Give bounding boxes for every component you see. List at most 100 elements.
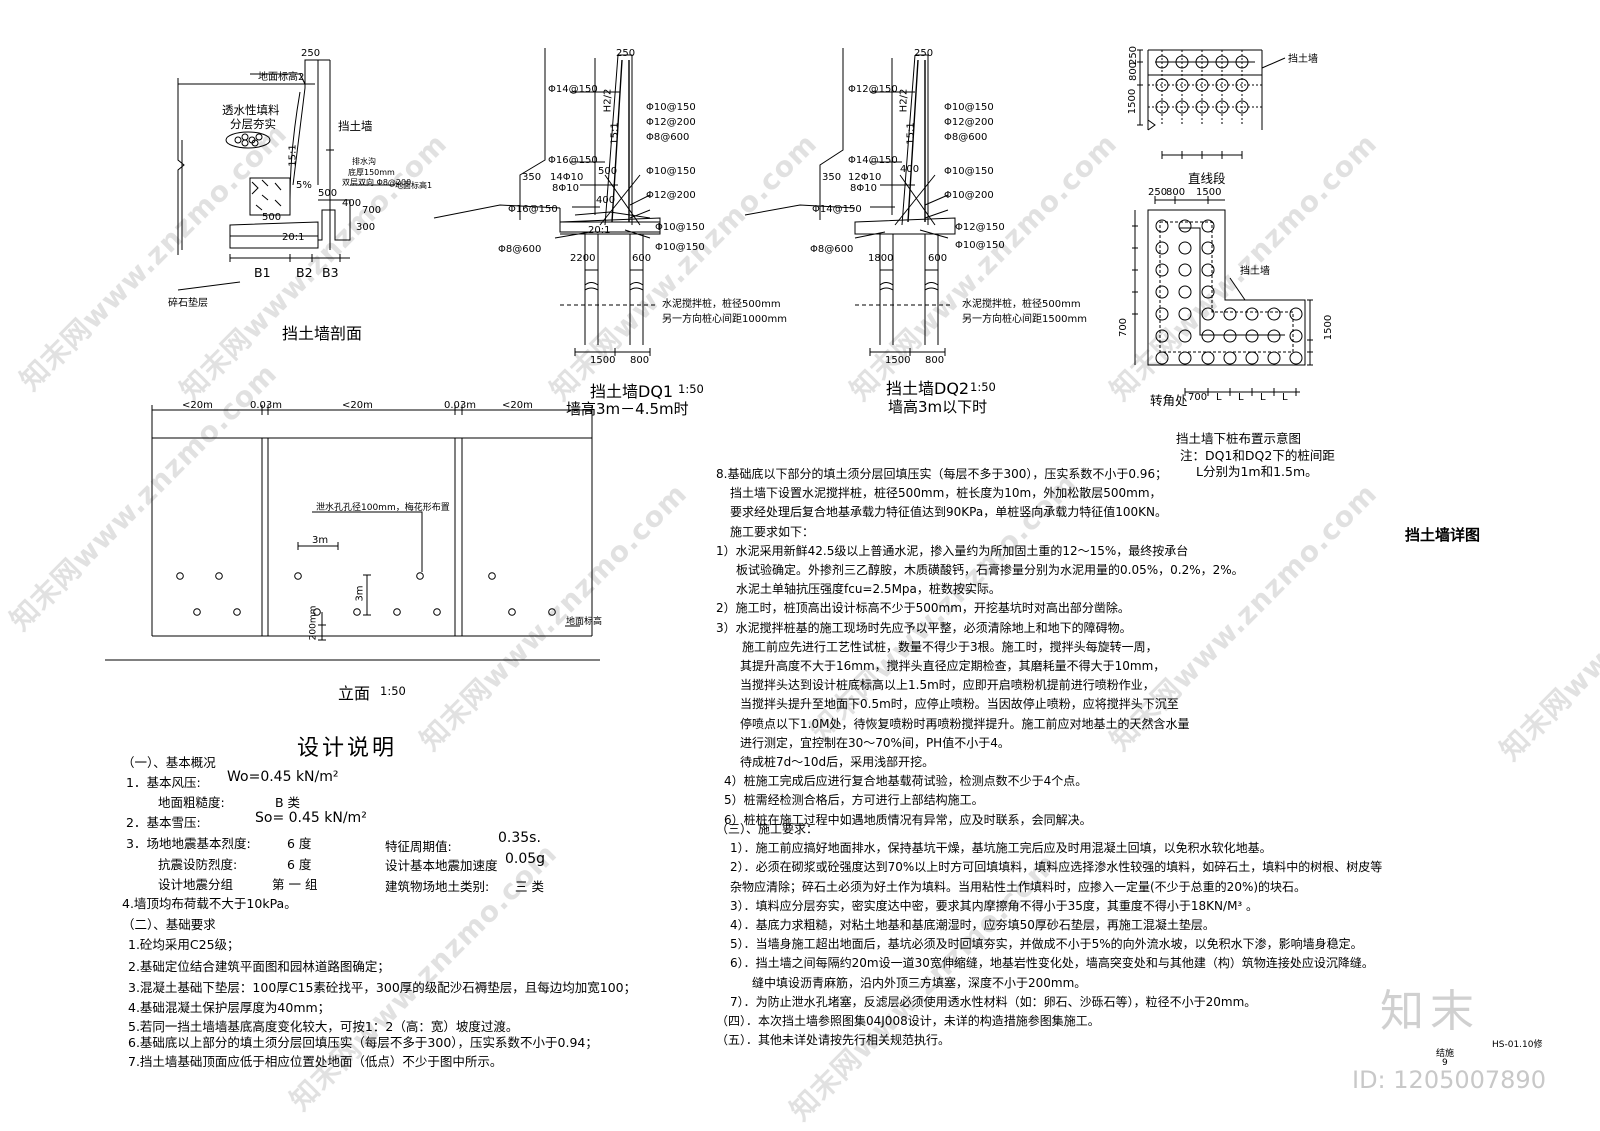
dq2-label-d600: 600 [928, 253, 948, 264]
note-line: 进行测定，宜控制在30～70%间，PH值不小于4。 [740, 735, 1010, 750]
dq2-label-r6: Φ10@150 [944, 166, 994, 177]
sheet-main-title: 挡土墙详图 [1405, 526, 1481, 544]
drawing-number: HS-01.10修 [1492, 1040, 1543, 1050]
design-f1: 1.砼均采用C25级； [128, 937, 240, 952]
design-rough-val: B 类 [275, 795, 301, 810]
note-line: （三）、施工要求： [716, 822, 819, 836]
design-wind: 1．基本风压: [126, 775, 201, 790]
dq1-label-d600: 600 [632, 253, 652, 264]
piles-L4: L [1282, 392, 1288, 403]
note-line: 3）．填料应分层夯实，密实度达中密，要求其内摩擦角不得小于35度，其重度不得小于… [730, 898, 1259, 913]
dq1-label-r5: Φ16@150 [548, 155, 598, 166]
note-line: 2）施工时，桩顶高出设计标高不少于500mm，开挖基坑时对高出部分凿除。 [716, 601, 1130, 616]
dq1-label-r11: Φ10@150 [655, 242, 705, 253]
piles-corner-d800: 800 [1166, 187, 1186, 198]
dq2-label-d1800: 1800 [868, 253, 894, 264]
design-group-val: 第 一 组 [272, 877, 318, 892]
design-f7: 7.挡土墙基础顶面应低于相应位置处地面（低点）不少于图中所示。 [128, 1054, 503, 1069]
dq2-title: 挡土墙DQ2 [886, 379, 970, 398]
section-label-gravel: 碎石垫层 [168, 298, 208, 309]
piles-L3: L [1260, 392, 1266, 403]
dq1-subtitle: 墙高3m－4.5m时 [566, 400, 689, 418]
piles-corner: 转角处 [1150, 393, 1188, 408]
notes-construction-section: （三）、施工要求： 1）．施工前应搞好地面排水，保持基坑干燥，基坑施工完后应及时… [716, 820, 1382, 1050]
notes-pile-section: 8.基础底以下部分的填土须分层回填压实（每层不多于300），压实系数不小于0.9… [716, 465, 1244, 830]
piles-bottom-d700: 700 [1188, 392, 1208, 403]
elev-d200: 200mm [308, 605, 319, 641]
dq1-label-pile2: 另一方向桩心间距1000mm [662, 314, 787, 325]
section-label-ground2: 地面标高2 [258, 72, 305, 83]
design-title: 设计说明 [297, 736, 398, 761]
dq1-label-d500: 500 [598, 166, 618, 177]
dq1-scale: 1:50 [678, 382, 704, 396]
design-accel-val: 0.05g [505, 851, 546, 867]
section-drawing [177, 59, 395, 291]
section-label-drain2: 底厚150mm [348, 168, 395, 177]
discipline-label: 结施 [1436, 1049, 1455, 1059]
elevation-drawing [105, 405, 600, 661]
dq2-scale: 1:50 [970, 380, 996, 394]
note-line: 板试验确定。外掺剂三乙醇胺，木质磺酸钙，石膏掺量分别为水泥用量的0.05%，0.… [736, 563, 1244, 578]
dq1-label-r7: Φ12@200 [646, 190, 696, 201]
design-fort-val: 6 度 [287, 857, 312, 872]
dq2-label-r1: Φ12@150 [848, 84, 898, 95]
design-s2: （二）、基础要求 [122, 917, 216, 932]
design-period: 特征周期值: [385, 839, 452, 854]
design-snow: 2．基本雪压: [126, 815, 201, 830]
dq1-label-d2200: 2200 [570, 253, 596, 264]
note-line: 当搅拌头达到设计桩底标高以上1.5m时，应即开启喷粉机提前进行喷粉作业， [740, 678, 1155, 693]
section-label-d500a: 500 [318, 188, 338, 199]
section-label-ratio: 20:1 [282, 232, 305, 243]
section-label-wall: 挡土墙 [338, 119, 373, 133]
dq1-drawing [433, 48, 661, 356]
dq1-label-pile1: 水泥搅拌桩，桩径500mm [662, 299, 781, 310]
section-label-d300: 300 [356, 222, 376, 233]
section-label-d400: 400 [342, 198, 362, 209]
section-label-b1: B1 [254, 265, 271, 280]
note-line: 4）桩施工完成后应进行复合地基载荷试验，检测点数不少于4个点。 [724, 774, 1088, 789]
design-seis-val: 6 度 [287, 836, 312, 851]
note-line: （五）．其他未详处请按先行相关规范执行。 [716, 1033, 951, 1048]
id-label: ID: 1205007890 [1352, 1066, 1546, 1094]
note-line: 停喷点以下1.0M处，待恢复喷粉时再喷粉搅拌提升。施工前应对地基土的天然含水量 [740, 716, 1190, 731]
dq1-label-h2: H2/2 [602, 88, 614, 113]
dq2-subtitle: 墙高3m以下时 [888, 398, 988, 416]
piles-corner-wall: 挡土墙 [1240, 266, 1270, 277]
dq1-label-d400: 400 [596, 195, 616, 206]
elev-dim3: <20m [502, 400, 533, 411]
section-title: 挡土墙剖面 [282, 324, 363, 343]
dq2-label-r11: Φ10@150 [955, 240, 1005, 251]
dq2-drawing [744, 48, 956, 356]
dq2-label-r12: 12Φ10 [848, 172, 882, 183]
section-label-d700: 700 [362, 205, 382, 216]
elev-d3m: 3m [312, 535, 329, 546]
sheet-number: 9 [1442, 1058, 1448, 1068]
note-line: 5）．当墙身施工超出地面后，基坑必须及时回填夯实，并做成不小于5%的向外流水坡，… [730, 937, 1363, 952]
dq2-label-r8: Φ12@150 [955, 222, 1005, 233]
dq1-label-r8: Φ10@150 [655, 222, 705, 233]
note-line: 缝中填设沥青麻筋，沿内外顶三方填塞，深度不小于200mm。 [752, 975, 1087, 990]
elev-ground: 地面标高 [566, 617, 603, 627]
dq1-label-r13: 8Φ10 [552, 183, 579, 194]
design-f4: 4.基础混凝土保护层厚度为40mm； [128, 1000, 331, 1015]
piles-wall-label: 挡土墙 [1288, 54, 1318, 65]
section-label-top: 250 [301, 48, 321, 59]
design-s1: （一）、基本概况 [122, 755, 216, 770]
note-line: 6）桩桩在施工过程中如遇地质情况有异常，应及时联系，会同解决。 [724, 812, 1092, 827]
design-group: 设计地震分组 [158, 877, 234, 892]
dq2-label-r10: Φ8@600 [810, 244, 854, 255]
design-snow-val: So= 0.45 kN/m² [255, 810, 367, 826]
dq1-label-d1500: 1500 [590, 355, 616, 366]
design-site-val: 三 类 [515, 879, 544, 894]
piles-right-d1500: 1500 [1323, 314, 1335, 341]
design-f2: 2.基础定位结合建筑平面图和园林道路图确定； [128, 959, 390, 974]
dq1-label-r3: Φ12@200 [646, 117, 696, 128]
piles-straight: 直线段 [1188, 171, 1226, 186]
note-line: 施工要求如下： [730, 524, 815, 539]
dq2-label-pile1: 水泥搅拌桩，桩径500mm [962, 299, 1081, 310]
dq1-label-slope: 15:1 [609, 122, 621, 145]
section-label-b3: B3 [322, 265, 339, 280]
dq1-label-r2: Φ10@150 [646, 102, 696, 113]
note-line: 4）．基底力求粗糙，对粘土地基和基底潮湿时，应夯填50厚砂石垫层，再施工混凝土垫… [730, 918, 1215, 933]
